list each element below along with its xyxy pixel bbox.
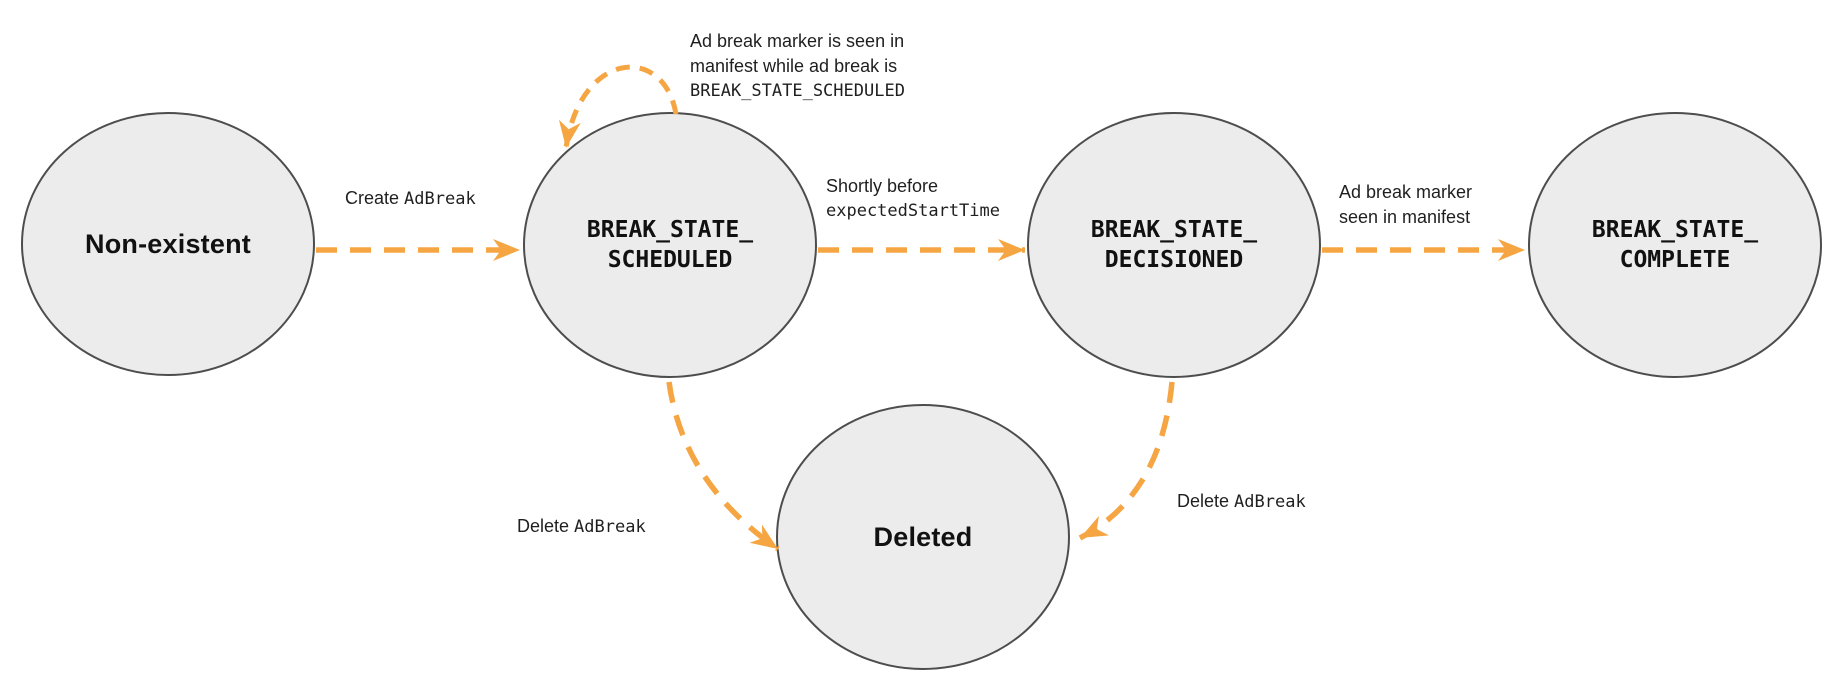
- edge-scheduled-to-deleted-arrow: [666, 381, 780, 552]
- edge-label-self-loop: Ad break marker is seen in manifest whil…: [690, 29, 905, 104]
- edge-label-line2: expectedStartTime: [826, 201, 1000, 221]
- edge-label-sans: Create: [345, 188, 405, 208]
- state-node-break-state-complete: [1528, 112, 1822, 378]
- state-node-non-existent: [21, 112, 315, 376]
- edge-decisioned-to-deleted-arrow: [1078, 381, 1175, 541]
- edge-label-mono: AdBreak: [1234, 492, 1306, 512]
- edge-label-line1: Ad break marker is seen in: [690, 31, 905, 51]
- edge-label-line2: manifest while ad break is: [690, 56, 898, 76]
- edge-label-delete-adbreak-right: Delete AdBreak: [1177, 489, 1306, 515]
- state-node-deleted: [776, 404, 1070, 670]
- edge-label-mono: AdBreak: [404, 189, 476, 209]
- edge-label-sans: Delete: [1177, 491, 1235, 511]
- edge-label-shortly-before: Shortly before expectedStartTime: [826, 174, 1000, 224]
- state-node-break-state-decisioned: [1027, 112, 1321, 378]
- edge-label-line1: Ad break marker: [1339, 182, 1473, 202]
- edge-label-line2: seen in manifest: [1339, 207, 1471, 227]
- edge-self-loop-arrow: [558, 64, 679, 149]
- edge-label-delete-adbreak-left: Delete AdBreak: [517, 514, 646, 540]
- edge-label-sans: Delete: [517, 516, 575, 536]
- state-node-break-state-scheduled: [523, 112, 817, 378]
- edge-label-create-adbreak: Create AdBreak: [345, 186, 476, 212]
- edge-label-mono: AdBreak: [574, 517, 646, 537]
- edge-label-marker-seen: Ad break marker seen in manifest: [1339, 180, 1472, 230]
- edge-label-line1: Shortly before: [826, 176, 939, 196]
- edge-label-line3: BREAK_STATE_SCHEDULED: [690, 81, 905, 101]
